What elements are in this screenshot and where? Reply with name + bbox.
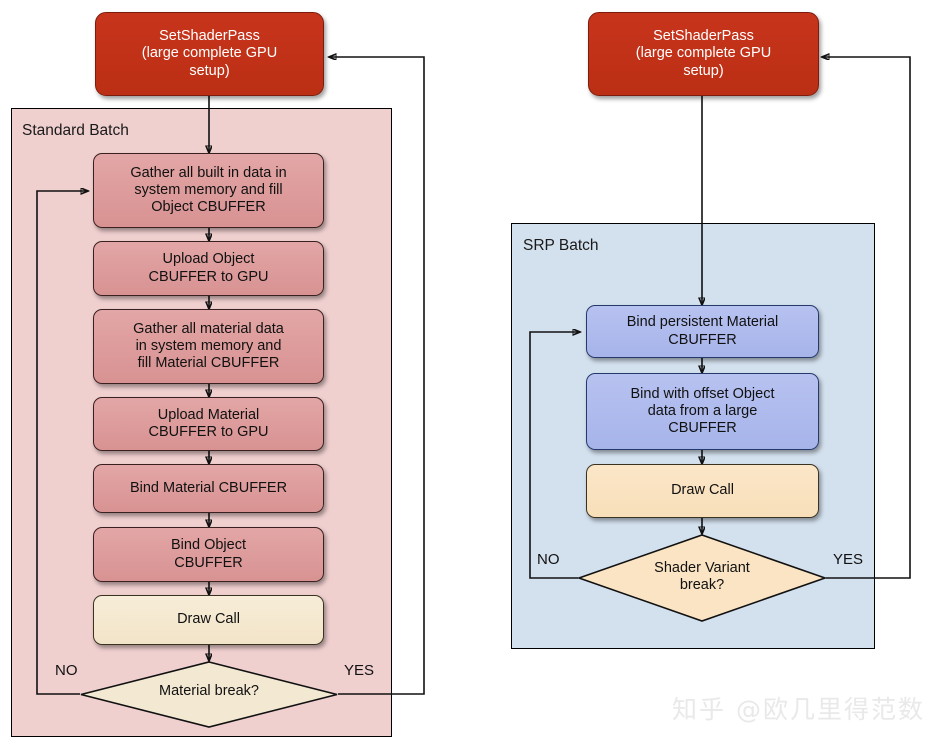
node-line-1: Bind persistent Material bbox=[626, 314, 779, 331]
decision-shader-variant-break[interactable]: Shader Variant break? bbox=[576, 534, 828, 622]
node-set-shader-pass-left[interactable]: SetShaderPass (large complete GPU setup) bbox=[95, 12, 324, 96]
node-draw-call-srp[interactable]: Draw Call bbox=[586, 464, 819, 518]
node-line-3: fill Material CBUFFER bbox=[137, 355, 280, 372]
node-bind-object-cbuffer[interactable]: Bind Object CBUFFER bbox=[93, 527, 324, 582]
node-line-2: CBUFFER to GPU bbox=[148, 424, 269, 440]
node-line-1: Upload Material bbox=[157, 406, 260, 423]
node-line-3: setup) bbox=[189, 62, 230, 79]
node-line-2: CBUFFER to GPU bbox=[148, 268, 269, 285]
standard-batch-label: Standard Batch bbox=[22, 122, 129, 139]
node-draw-call-standard[interactable]: Draw Call bbox=[93, 595, 324, 645]
node-line-3: Object CBUFFER bbox=[151, 199, 266, 216]
node-bind-material-cbuffer[interactable]: Bind Material CBUFFER bbox=[93, 464, 324, 513]
node-bind-persistent-material[interactable]: Bind persistent Material CBUFFER bbox=[586, 305, 819, 358]
node-line-1: Bind with offset Object bbox=[630, 385, 775, 402]
node-bind-offset-object[interactable]: Bind with offset Object data from a larg… bbox=[586, 373, 819, 450]
branch-label-yes-left: YES bbox=[344, 662, 375, 679]
node-gather-builtin[interactable]: Gather all built in data in system memor… bbox=[93, 153, 324, 228]
node-line-1: Bind Object bbox=[171, 537, 246, 554]
node-set-shader-pass-right[interactable]: SetShaderPass (large complete GPU setup) bbox=[588, 12, 819, 96]
node-line-1: SetShaderPass bbox=[653, 28, 754, 45]
node-line-1: Draw Call bbox=[671, 482, 734, 499]
node-line-1: Bind Material CBUFFER bbox=[129, 479, 288, 496]
node-line-1: SetShaderPass bbox=[159, 28, 260, 45]
branch-label-no-right: NO bbox=[537, 551, 560, 568]
node-line-2: data from a large bbox=[647, 402, 758, 419]
node-line-2: system memory and fill bbox=[134, 181, 283, 198]
node-line-1: Gather all material data bbox=[133, 320, 284, 337]
node-upload-object-cbuffer[interactable]: Upload Object CBUFFER to GPU bbox=[93, 241, 324, 296]
node-line-2: (large complete GPU bbox=[141, 45, 278, 62]
node-upload-material-cbuffer[interactable]: Upload Material CBUFFER to GPU bbox=[93, 397, 324, 451]
node-line-1: Upload Object bbox=[162, 251, 255, 268]
node-line-2: CBUFFER bbox=[174, 554, 243, 571]
node-line-1: Draw Call bbox=[177, 611, 240, 628]
node-line-1: Gather all built in data in bbox=[130, 164, 287, 181]
node-line-2: CBUFFER bbox=[668, 331, 737, 348]
srp-batch-label: SRP Batch bbox=[523, 237, 599, 254]
decision-material-break[interactable]: Material break? bbox=[80, 661, 338, 728]
branch-label-no-left: NO bbox=[55, 662, 78, 679]
node-line-2: in system memory and bbox=[135, 337, 282, 354]
node-line-3: setup) bbox=[683, 62, 724, 79]
watermark-text: 知乎 @欧几里得范数 bbox=[672, 695, 925, 724]
node-line-3: CBUFFER bbox=[668, 420, 737, 437]
node-gather-material[interactable]: Gather all material data in system memor… bbox=[93, 309, 324, 384]
node-line-2: (large complete GPU bbox=[635, 45, 772, 62]
branch-label-yes-right: YES bbox=[833, 551, 864, 568]
